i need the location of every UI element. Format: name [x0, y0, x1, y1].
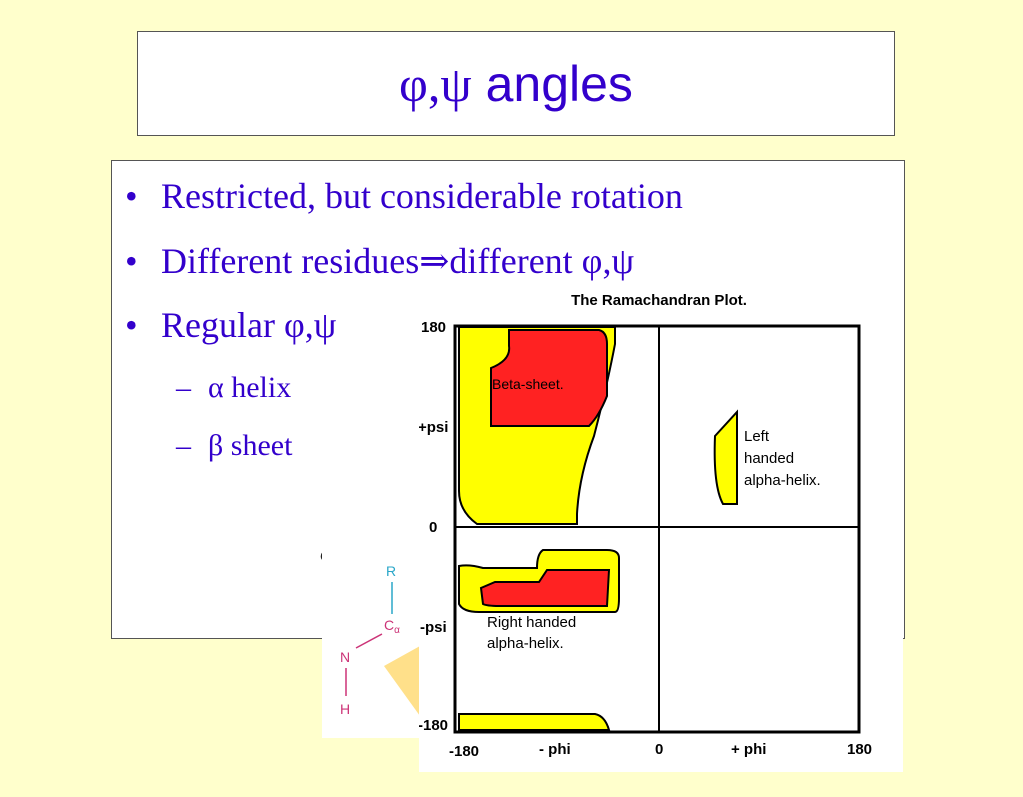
bullet-text: Different residues⇒different φ,ψ [161, 241, 634, 281]
title-box: φ,ψ angles [137, 31, 895, 136]
calpha-c: C [384, 617, 394, 633]
n-calpha-bond [355, 633, 383, 649]
calpha-label: Cα [384, 617, 400, 636]
left-helix-label-2: handed [744, 450, 794, 467]
left-helix-label-3: alpha-helix. [744, 472, 821, 489]
right-helix-core-region [479, 569, 611, 607]
sub-bullet-text: β sheet [208, 429, 293, 462]
sub-bullet-marker: – [176, 371, 191, 404]
y-tick-neg-180: -180 [419, 717, 448, 734]
y-label-pos-psi: +psi [419, 419, 448, 436]
x-tick-0: 0 [655, 741, 663, 758]
right-helix-label-1: Right handed [487, 614, 576, 631]
x-tick-neg-180: -180 [449, 743, 479, 760]
title-text: angles [471, 55, 633, 112]
bullet-marker: • [125, 176, 138, 216]
left-helix-region [713, 409, 738, 505]
y-tick-180: 180 [421, 319, 446, 336]
slide-title: φ,ψ angles [399, 55, 633, 113]
bullet-marker: • [125, 305, 138, 345]
peptide-svg: R Cα N H [340, 563, 420, 717]
y-tick-0: 0 [429, 519, 437, 536]
left-helix-label-1: Left [744, 428, 770, 445]
x-tick-180: 180 [847, 741, 872, 758]
x-label-neg-phi: - phi [539, 741, 571, 758]
r-group-label: R [386, 563, 396, 579]
ramachandran-svg: The Ramachandran Plot. Beta-sheet. Left … [418, 292, 872, 760]
calpha-sub: α [394, 625, 400, 636]
bullet-text: Regular φ,ψ [161, 305, 337, 345]
right-helix-label-2: alpha-helix. [487, 635, 564, 652]
sub-bullet-marker: – [176, 429, 191, 462]
peptide-diagram: R Cα N H [322, 548, 420, 738]
bottom-edge-region [458, 713, 611, 731]
title-symbols: φ,ψ [399, 55, 472, 112]
h-atom-label: H [340, 701, 350, 717]
x-label-pos-phi: + phi [731, 741, 766, 758]
ramachandran-panel: The Ramachandran Plot. Beta-sheet. Left … [418, 286, 903, 772]
beta-label: Beta-sheet. [492, 376, 564, 392]
plot-title: The Ramachandran Plot. [571, 292, 747, 309]
peptide-plane [384, 646, 420, 716]
bullet-text: Restricted, but considerable rotation [161, 176, 683, 216]
beta-core-region [490, 329, 608, 427]
bullet-marker: • [125, 241, 138, 281]
sub-bullet-text: α helix [208, 371, 292, 404]
n-atom-label: N [340, 649, 350, 665]
y-label-neg-psi: -psi [420, 619, 447, 636]
